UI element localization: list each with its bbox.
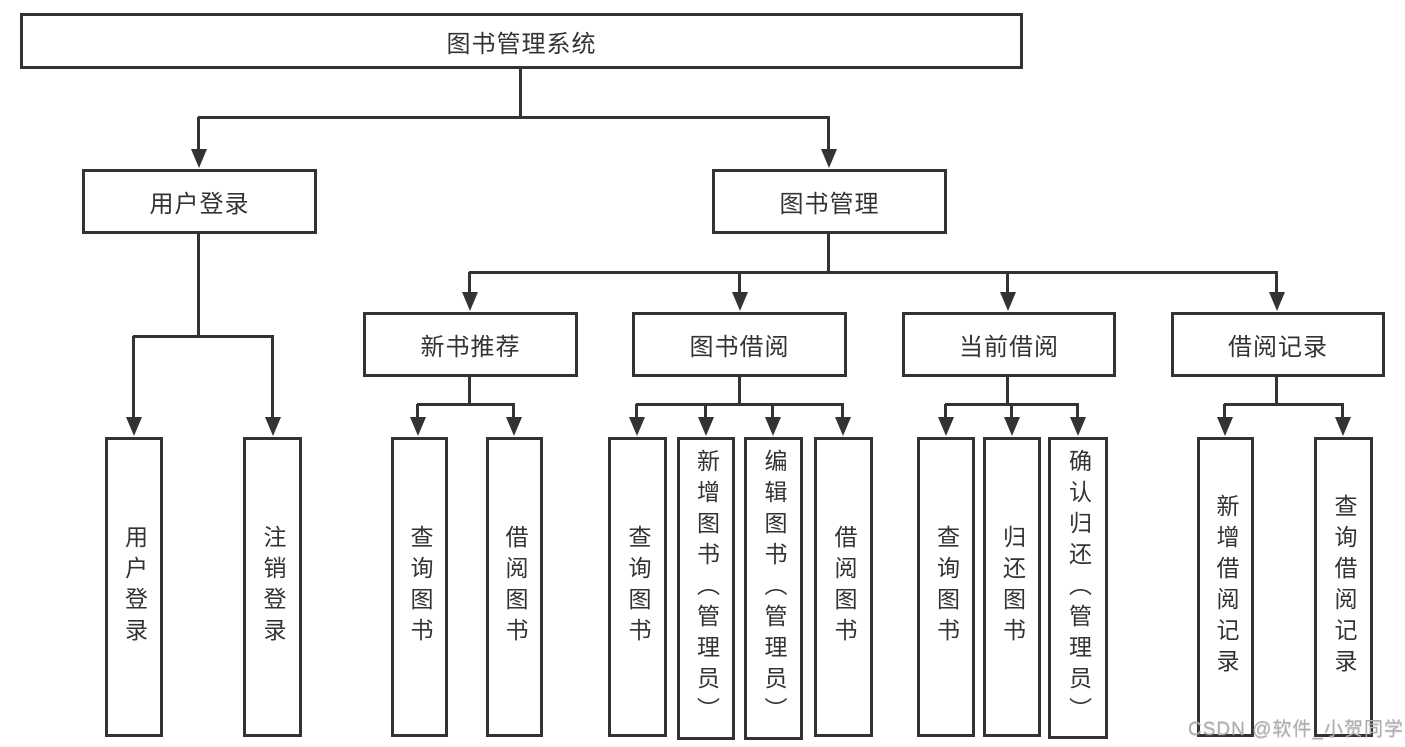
arrow-down-icon [698,417,714,436]
arrow-down-icon [835,417,851,436]
connector-line [1223,404,1226,421]
arrow-down-icon [191,149,207,168]
connector-line [512,404,515,421]
arrow-down-icon [265,417,281,436]
arrow-down-icon [765,417,781,436]
connector-line [469,271,1278,274]
connector-line [133,335,274,338]
connector-line [771,404,774,421]
arrow-down-icon [821,149,837,168]
arrow-down-icon [629,417,645,436]
connector-line [468,375,471,406]
connector-line [1275,375,1278,406]
node-cb-query-books: 查询图书 [917,437,975,737]
node-book-management: 图书管理 [712,169,947,234]
node-book-borrow: 图书借阅 [632,312,847,377]
arrow-down-icon [410,417,426,436]
connector-line [132,336,135,421]
node-bb-borrow-books: 借阅图书 [814,437,873,737]
node-logout-action: 注销登录 [243,437,302,737]
arrow-down-icon [506,417,522,436]
node-user-login-action: 用户登录 [105,437,163,737]
connector-line [197,231,200,338]
connector-line [198,116,830,119]
connector-line [417,403,515,406]
connector-line [1006,375,1009,406]
connector-line [738,375,741,406]
node-cb-confirm-return: 确认归还（管理员） [1048,437,1108,739]
connector-line [271,336,274,421]
arrow-down-icon [938,417,954,436]
connector-line [1006,272,1009,296]
arrow-down-icon [462,292,478,311]
connector-line [827,117,830,153]
arrow-down-icon [126,417,142,436]
connector-line [416,404,419,421]
node-user-login: 用户登录 [82,169,317,234]
connector-line [635,404,638,421]
connector-line [1010,404,1013,421]
arrow-down-icon [1070,417,1086,436]
connector-line [1076,404,1079,421]
connector-line [468,272,471,296]
connector-line [519,66,522,118]
node-bb-query-books: 查询图书 [608,437,667,737]
node-bb-add-books: 新增图书（管理员） [677,437,735,740]
connector-line [1224,403,1344,406]
node-nbr-query-books: 查询图书 [391,437,448,737]
arrow-down-icon [1217,417,1233,436]
node-root: 图书管理系统 [20,13,1023,69]
connector-line [197,117,200,153]
connector-line [1341,404,1344,421]
arrow-down-icon [732,292,748,311]
node-br-add-record: 新增借阅记录 [1197,437,1254,737]
connector-line [738,272,741,296]
connector-line [636,403,844,406]
connector-line [944,404,947,421]
csdn-watermark: CSDN @软件_小贺同学 [1188,719,1404,740]
node-current-borrow: 当前借阅 [902,312,1116,377]
node-cb-return-books: 归还图书 [983,437,1041,737]
node-nbr-borrow-books: 借阅图书 [486,437,543,737]
connector-line [704,404,707,421]
arrow-down-icon [1335,417,1351,436]
arrow-down-icon [1000,292,1016,311]
node-br-query-record: 查询借阅记录 [1314,437,1373,737]
node-new-book-recommend: 新书推荐 [363,312,578,377]
arrow-down-icon [1004,417,1020,436]
connector-line [1275,272,1278,296]
node-bb-edit-books: 编辑图书（管理员） [744,437,803,740]
node-borrow-records: 借阅记录 [1171,312,1385,377]
arrow-down-icon [1269,292,1285,311]
connector-line [827,231,830,274]
connector-line [841,404,844,421]
